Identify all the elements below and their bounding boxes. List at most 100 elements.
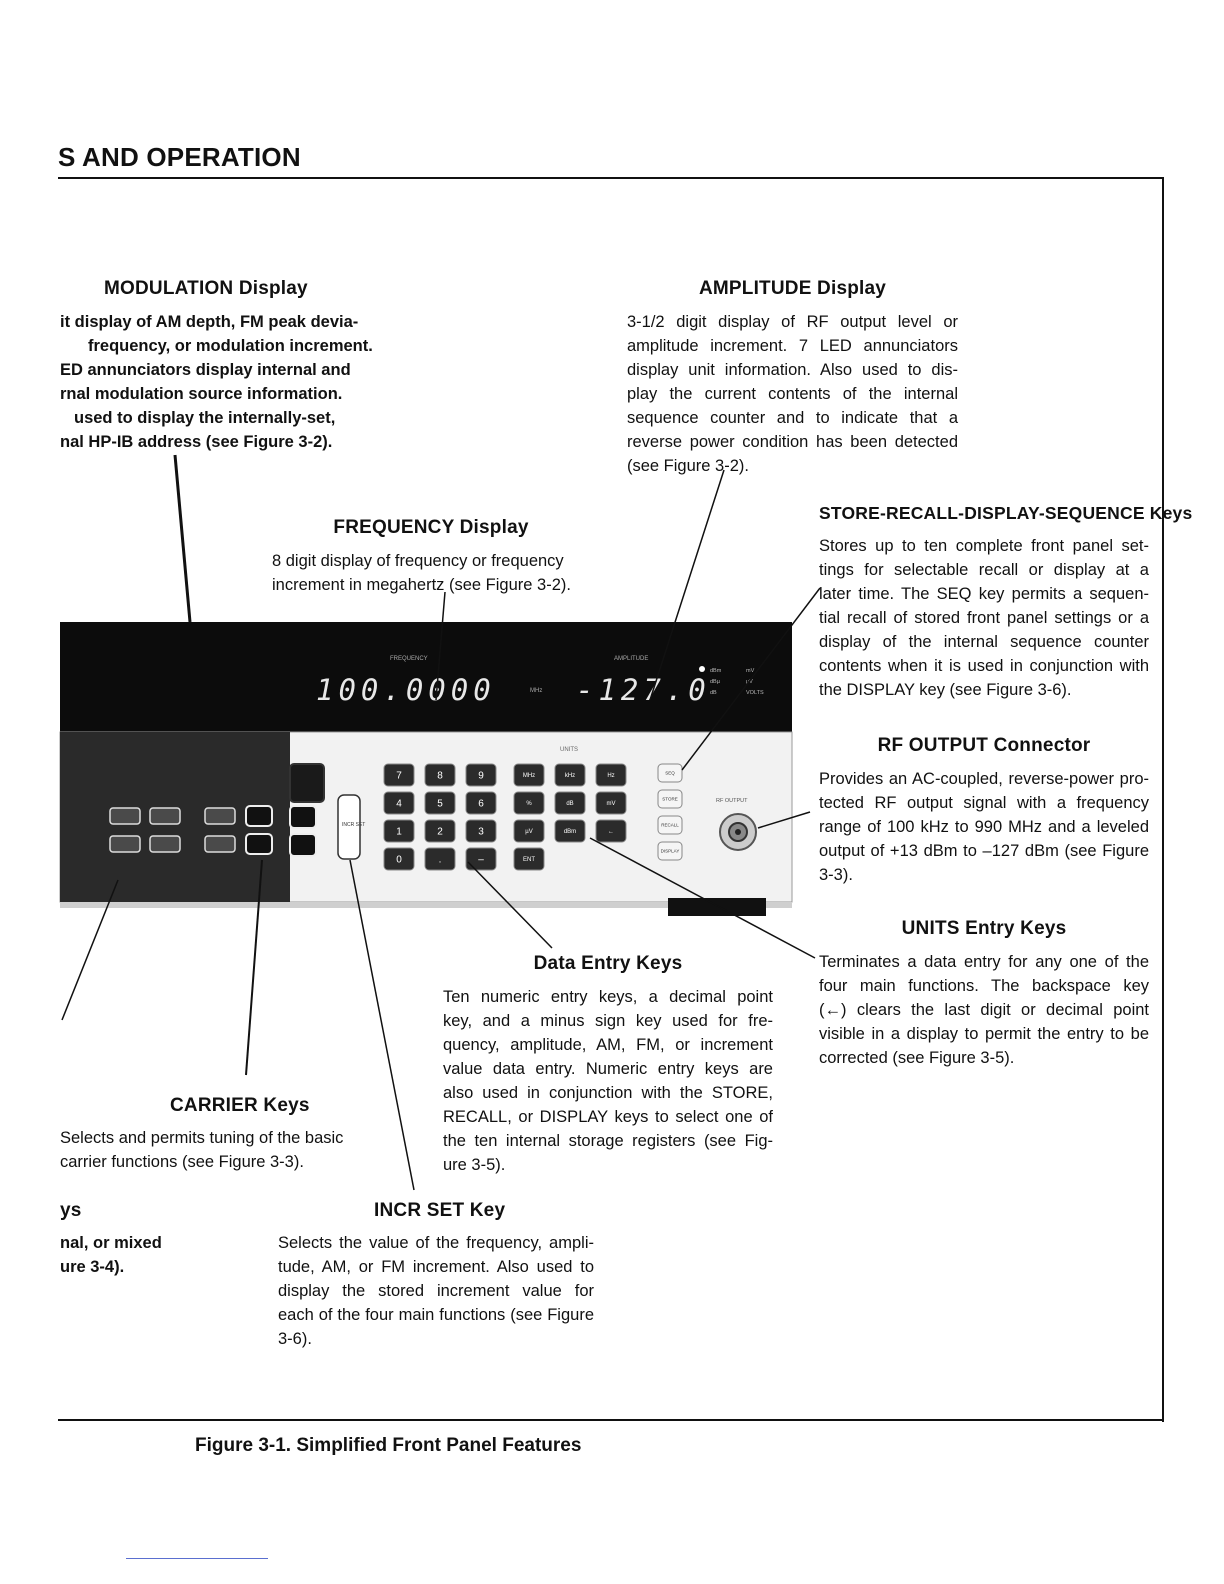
incr-set-line: 3-6). bbox=[278, 1327, 594, 1351]
rf-output-line: range of 100 kHz to 990 MHz and a levele… bbox=[819, 815, 1149, 839]
figure-caption: Figure 3-1. Simplified Front Panel Featu… bbox=[195, 1435, 581, 1457]
amplitude-display-text: 3-1/2 digit display of RF output level o… bbox=[627, 310, 958, 478]
footer-link-underline bbox=[126, 1558, 268, 1559]
data-entry-line: RECALL, or DISPLAY keys to select one of bbox=[443, 1105, 773, 1129]
modulation-keys-fragment-text: nal, or mixed ure 3-4). bbox=[60, 1231, 220, 1279]
amplitude-display-line: sequence counter and to indicate that a bbox=[627, 406, 958, 430]
amplitude-display-heading: AMPLITUDE Display bbox=[627, 278, 958, 300]
carrier-keys-line: Selects and permits tuning of the basic bbox=[60, 1126, 380, 1150]
callout-modulation-keys-fragment: ys nal, or mixed ure 3-4). bbox=[60, 1200, 220, 1279]
numeric-key-label: 3 bbox=[478, 826, 484, 837]
frequency-display-heading: FREQUENCY Display bbox=[272, 517, 590, 539]
numeric-key-label: 7 bbox=[396, 770, 402, 781]
panel-foot bbox=[668, 898, 766, 916]
data-entry-heading: Data Entry Keys bbox=[443, 953, 773, 975]
callout-units-entry-keys: UNITS Entry Keys Terminates a data entry… bbox=[819, 918, 1149, 1070]
mhz-annunciator: MHz bbox=[530, 688, 542, 694]
amplitude-panel-label: AMPLITUDE bbox=[614, 656, 648, 662]
annunciator-label: mV bbox=[746, 668, 755, 674]
callout-incr-set-key: INCR SET Key Selects the value of the fr… bbox=[278, 1200, 594, 1351]
data-entry-line: ure 3-5). bbox=[443, 1153, 773, 1177]
amplitude-display-line: display unit information. Also used to d… bbox=[627, 358, 958, 382]
unit-key-label: mV bbox=[607, 801, 616, 807]
annunciator-label: dBµ bbox=[710, 679, 721, 685]
callout-rf-output-connector: RF OUTPUT Connector Provides an AC-coupl… bbox=[819, 735, 1149, 887]
carrier-keys-heading: CARRIER Keys bbox=[60, 1095, 380, 1117]
modulation-display-line: nal HP-IB address (see Figure 3-2). bbox=[60, 430, 360, 454]
incr-set-line: tude, AM, or FM increment. Also used to bbox=[278, 1255, 594, 1279]
carrier-keys-line: carrier functions (see Figure 3-3). bbox=[60, 1150, 380, 1174]
store-recall-text: Stores up to ten complete front panel se… bbox=[819, 534, 1149, 702]
store-recall-line: tial recall of stored front panel settin… bbox=[819, 606, 1149, 630]
modulation-display-line: frequency, or modulation increment. bbox=[60, 334, 360, 358]
modulation-keys-fragment-line: nal, or mixed bbox=[60, 1231, 220, 1255]
modulation-keys-fragment-line: ure 3-4). bbox=[60, 1255, 220, 1279]
amplitude-display-line: amplitude increment. 7 LED annunciators bbox=[627, 334, 958, 358]
rf-output-line: tected RF output signal with a frequency bbox=[819, 791, 1149, 815]
numeric-key-label: – bbox=[478, 854, 484, 865]
annunciator-led bbox=[699, 666, 705, 672]
store-recall-line: tings for selectable recall or display a… bbox=[819, 558, 1149, 582]
numeric-key-label: 2 bbox=[437, 826, 443, 837]
data-entry-line: the ten internal storage registers (see … bbox=[443, 1129, 773, 1153]
incr-set-line: Selects the value of the frequency, ampl… bbox=[278, 1231, 594, 1255]
annunciator-label: dBm bbox=[710, 668, 722, 674]
frequency-display-line: 8 digit display of frequency or frequenc… bbox=[272, 549, 590, 573]
callout-carrier-keys: CARRIER Keys Selects and permits tuning … bbox=[60, 1095, 380, 1174]
unit-key-label: ← bbox=[608, 829, 614, 835]
rf-output-line: 3-3). bbox=[819, 863, 1149, 887]
numeric-key-label: . bbox=[439, 854, 442, 865]
amplitude-display-line: reverse power condition has been detecte… bbox=[627, 430, 958, 454]
incr-set-text: Selects the value of the frequency, ampl… bbox=[278, 1231, 594, 1351]
incr-set-heading: INCR SET Key bbox=[278, 1200, 594, 1222]
units-entry-line: (←) clears the last digit or decimal poi… bbox=[819, 998, 1149, 1022]
modulation-display-heading: MODULATION Display bbox=[60, 278, 360, 300]
units-entry-text: Terminates a data entry for any one of t… bbox=[819, 950, 1149, 1070]
frequency-panel-label: FREQUENCY bbox=[390, 656, 428, 662]
data-entry-line: key, and a minus sign key used for fre- bbox=[443, 1009, 773, 1033]
numeric-key-label: 0 bbox=[396, 854, 402, 865]
data-entry-line: quency, amplitude, AM, FM, or increment bbox=[443, 1033, 773, 1057]
modulation-display-line: it display of AM depth, FM peak devia- bbox=[60, 310, 360, 334]
numeric-key-label: 4 bbox=[396, 798, 402, 809]
numeric-key-label: 5 bbox=[437, 798, 443, 809]
data-entry-text: Ten numeric entry keys, a decimal point … bbox=[443, 985, 773, 1177]
data-entry-line: also used in conjunction with the STORE, bbox=[443, 1081, 773, 1105]
frequency-readout: 100.0000 bbox=[316, 673, 496, 707]
units-entry-heading: UNITS Entry Keys bbox=[819, 918, 1149, 940]
numeric-key-label: 8 bbox=[437, 770, 443, 781]
modulation-display-line: ED annunciators display internal and bbox=[60, 358, 360, 382]
amplitude-display-line: (see Figure 3-2). bbox=[627, 454, 958, 478]
incr-set-key-label: INCR SET bbox=[342, 822, 365, 828]
unit-key-label: % bbox=[526, 801, 532, 807]
callout-store-recall-keys: STORE-RECALL-DISPLAY-SEQUENCE Keys Store… bbox=[819, 503, 1149, 702]
rf-output-line: output of +13 dBm to –127 dBm (see Figur… bbox=[819, 839, 1149, 863]
incr-set-line: display the stored increment value for bbox=[278, 1279, 594, 1303]
units-entry-line: Terminates a data entry for any one of t… bbox=[819, 950, 1149, 974]
callout-amplitude-display: AMPLITUDE Display 3-1/2 digit display of… bbox=[627, 278, 958, 478]
numeric-key-label: 1 bbox=[396, 826, 402, 837]
frequency-display-line: increment in megahertz (see Figure 3-2). bbox=[272, 573, 590, 597]
data-entry-line: Ten numeric entry keys, a decimal point bbox=[443, 985, 773, 1009]
modulation-display-line: rnal modulation source information. bbox=[60, 382, 360, 406]
callout-frequency-display: FREQUENCY Display 8 digit display of fre… bbox=[272, 517, 590, 597]
store-recall-line: Stores up to ten complete front panel se… bbox=[819, 534, 1149, 558]
unit-key-label: MHz bbox=[523, 773, 535, 779]
memory-key-label: STORE bbox=[662, 797, 677, 802]
unit-key-label: ENT bbox=[523, 857, 535, 863]
callout-data-entry-keys: Data Entry Keys Ten numeric entry keys, … bbox=[443, 953, 773, 1177]
frequency-display-text: 8 digit display of frequency or frequenc… bbox=[272, 549, 590, 597]
store-recall-heading: STORE-RECALL-DISPLAY-SEQUENCE Keys bbox=[819, 503, 1149, 524]
callout-modulation-display: MODULATION Display it display of AM dept… bbox=[60, 278, 360, 454]
unit-key-label: Hz bbox=[607, 773, 614, 779]
store-recall-line: contents when it is used in conjunction … bbox=[819, 654, 1149, 678]
unit-key-label: kHz bbox=[565, 773, 575, 779]
units-entry-line: four main functions. The backspace key bbox=[819, 974, 1149, 998]
units-entry-line: corrected (see Figure 3-5). bbox=[819, 1046, 1149, 1070]
rf-output-line: Provides an AC-coupled, reverse-power pr… bbox=[819, 767, 1149, 791]
units-panel-label: UNITS bbox=[560, 747, 578, 753]
store-recall-line: the DISPLAY key (see Figure 3-6). bbox=[819, 678, 1149, 702]
rf-output-text: Provides an AC-coupled, reverse-power pr… bbox=[819, 767, 1149, 887]
memory-key-label: DISPLAY bbox=[661, 849, 680, 854]
modulation-display-text: it display of AM depth, FM peak devia- f… bbox=[60, 310, 360, 454]
